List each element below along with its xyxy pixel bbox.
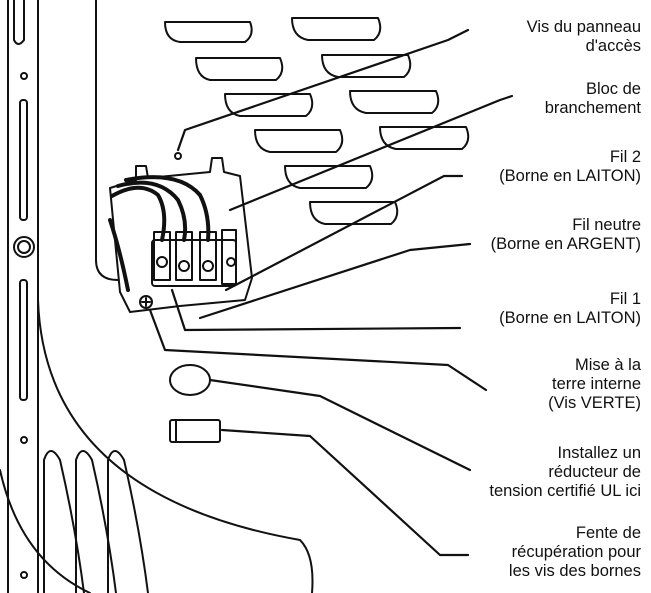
panel-rounded-corner	[37, 299, 314, 593]
callout-bloc-de-branchement: Bloc de branchement	[545, 80, 641, 118]
callout-line: Fil neutre	[572, 216, 641, 234]
callout-line: branchement	[544, 99, 641, 117]
side-hole	[20, 72, 28, 80]
side-hole	[20, 436, 28, 444]
knockout-hole	[169, 364, 211, 396]
callout-reducteur-de-tension: Installez un réducteur de tension certif…	[489, 444, 641, 501]
ground-screw	[139, 295, 153, 309]
side-mount-hole	[13, 236, 35, 258]
callout-fil-neutre: Fil neutre (Borne en ARGENT)	[491, 216, 641, 254]
callout-leader-lines	[148, 28, 514, 557]
bottom-loops	[43, 450, 149, 593]
power-cord-wires	[108, 175, 211, 292]
top-hook	[13, 0, 25, 45]
callout-line: les vis des bornes	[508, 562, 641, 580]
side-slot	[19, 279, 28, 401]
callout-line: récupération pour	[511, 543, 641, 561]
side-mount-hole-inner	[17, 240, 31, 254]
callout-line: tension certifié UL ici	[489, 482, 641, 500]
callout-line: (Borne en LAITON)	[499, 167, 641, 185]
terminal-block	[151, 229, 237, 287]
strain-relief-slot	[169, 419, 221, 443]
callout-line: Fil 2	[609, 148, 641, 166]
callout-vis-du-panneau: Vis du panneau d'accès	[527, 18, 641, 56]
panel-edge	[95, 0, 119, 281]
callout-line: (Borne en LAITON)	[499, 309, 641, 327]
callout-line: (Borne en ARGENT)	[490, 235, 641, 253]
callout-line: d'accès	[585, 37, 641, 55]
callout-line: terre interne	[552, 375, 641, 393]
side-hole	[20, 571, 28, 579]
terminal-access-box	[109, 157, 253, 313]
side-slot	[19, 99, 28, 221]
access-panel-screw	[174, 152, 182, 160]
callout-fente-de-recuperation: Fente de récupération pour les vis des b…	[509, 524, 641, 581]
callout-line: Mise à la	[574, 356, 641, 374]
panel-outer-curve	[0, 469, 91, 593]
callout-line: Fil 1	[609, 290, 641, 308]
callout-line: Installez un	[557, 444, 641, 462]
callout-line: Bloc de	[585, 80, 641, 98]
vent-louvers	[164, 17, 470, 225]
callout-line: réducteur de	[548, 463, 641, 481]
callout-line: Fente de	[575, 524, 641, 542]
callout-line: (Vis VERTE)	[548, 394, 641, 412]
callout-line: Vis du panneau	[526, 18, 641, 36]
callout-fil-1: Fil 1 (Borne en LAITON)	[499, 290, 641, 328]
callout-fil-2: Fil 2 (Borne en LAITON)	[499, 148, 641, 186]
callout-mise-a-la-terre: Mise à la terre interne (Vis VERTE)	[548, 356, 641, 413]
